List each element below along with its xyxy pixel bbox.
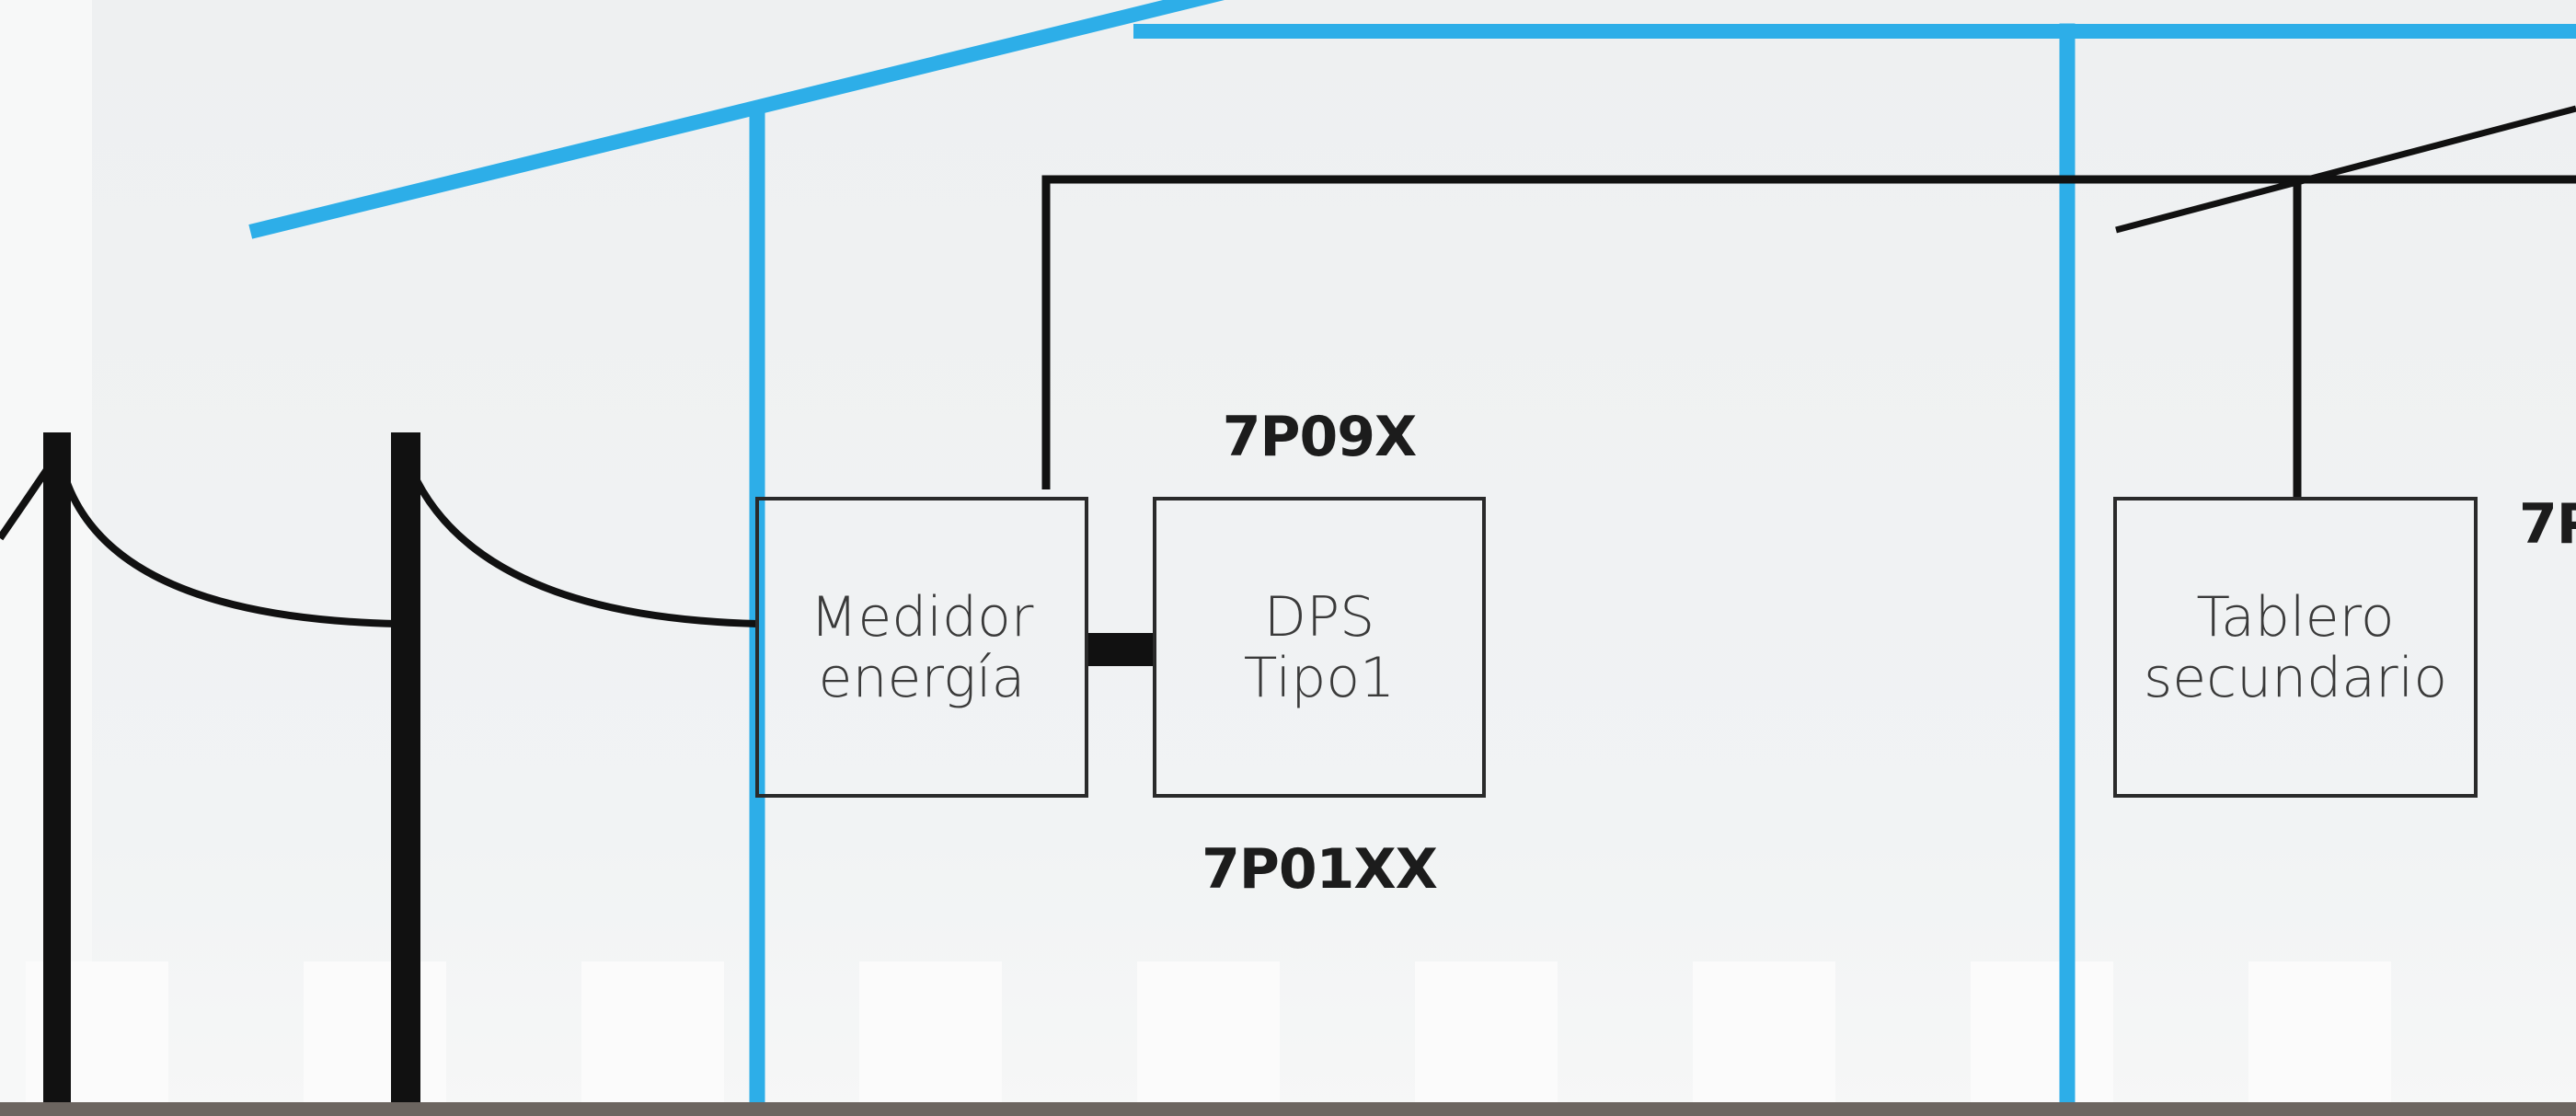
dps-code-top: 7P09X bbox=[1222, 405, 1417, 469]
ground-line bbox=[0, 1102, 2576, 1116]
dps-label-line1: DPS bbox=[1263, 584, 1375, 650]
secondary-board-label: Tablero secundario bbox=[2117, 500, 2474, 794]
service-drop-wire-1 bbox=[56, 456, 397, 627]
dps-box bbox=[1153, 497, 1486, 798]
meter-label: Medidor energía bbox=[759, 500, 1085, 794]
background-fence bbox=[26, 961, 2391, 1104]
secondary-board-label-line2: secundario bbox=[2143, 645, 2448, 710]
dps-label: DPS Tipo1 bbox=[1156, 500, 1482, 794]
meter-label-line1: Medidor bbox=[810, 584, 1034, 650]
secondary-board-label-line1: Tablero bbox=[2196, 584, 2395, 650]
component-boxes bbox=[755, 497, 2478, 798]
utility-pole-1 bbox=[43, 432, 71, 1104]
meter-to-board-wire bbox=[1041, 175, 2576, 489]
meter-box bbox=[755, 497, 1088, 798]
service-drop-wire-2 bbox=[408, 469, 758, 627]
dps-label-line2: Tipo1 bbox=[1243, 645, 1396, 710]
meter-dps-connector bbox=[1086, 633, 1156, 666]
utility-pole-2 bbox=[391, 432, 420, 1104]
secondary-roof-line bbox=[2115, 105, 2576, 234]
meter-label-line2: energía bbox=[818, 645, 1026, 710]
utility-pole-icon bbox=[43, 432, 420, 1104]
secondary-board-box bbox=[2113, 497, 2478, 798]
secondary-board-code: 7P bbox=[2519, 492, 2576, 557]
dps-code-bottom: 7P01XX bbox=[1202, 837, 1438, 902]
